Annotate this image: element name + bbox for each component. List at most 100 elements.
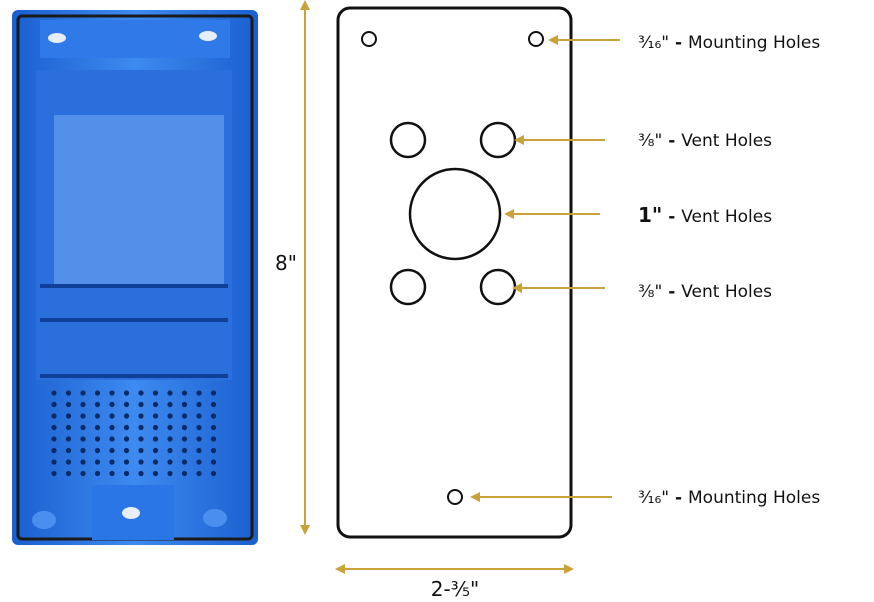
label-lower-vent-holes: ³⁄₈" - Vent Holes — [638, 282, 772, 302]
perforation-hole — [65, 436, 72, 442]
perforation-hole — [210, 390, 217, 396]
label-bottom-mounting-holes: ³⁄₁₆" - Mounting Holes — [638, 488, 820, 508]
perforation-hole — [80, 459, 86, 465]
perforation-hole — [123, 390, 130, 396]
perforation-hole — [51, 390, 57, 396]
perforation-hole — [167, 390, 173, 396]
perforation-hole — [109, 401, 115, 408]
perforation-hole — [152, 401, 159, 408]
perforation-hole — [65, 413, 72, 419]
perforation-hole — [181, 447, 188, 454]
perforation-hole — [196, 401, 202, 408]
label-center-vent-holes: 1" - Vent Holes — [638, 203, 772, 227]
perforation-hole — [109, 413, 115, 419]
perforation-hole — [138, 390, 144, 396]
perforation-hole — [109, 390, 115, 396]
perforation-hole — [65, 401, 72, 408]
perforation-hole — [181, 459, 188, 465]
perforation-hole — [167, 470, 173, 477]
perforation-hole — [80, 401, 86, 408]
perforation-hole — [51, 459, 57, 465]
vent-hole-lower-left — [389, 268, 427, 306]
mounting-hole-top-left — [361, 31, 377, 47]
perforation-hole — [167, 436, 173, 442]
perforation-hole — [94, 413, 101, 419]
vent-hole-center — [408, 167, 502, 261]
vent-hole-upper-left — [389, 121, 427, 159]
perforation-hole — [210, 436, 217, 442]
label-upper-vent-holes: ³⁄₈" - Vent Holes — [638, 131, 772, 151]
perforation-hole — [94, 459, 101, 465]
perforation-hole — [181, 390, 188, 396]
perforation-hole — [80, 390, 86, 396]
perforation-hole — [167, 447, 173, 454]
perforation-hole — [80, 424, 86, 431]
perforation-hole — [181, 413, 188, 419]
perforation-hole — [80, 470, 86, 477]
perforation-hole — [123, 424, 130, 431]
perforation-hole — [181, 424, 188, 431]
perforation-hole — [152, 424, 159, 431]
plate-outline — [336, 6, 573, 539]
perforation-hole — [196, 459, 202, 465]
perforation-hole — [109, 436, 115, 442]
perforation-hole — [210, 401, 217, 408]
perforation-hole — [138, 459, 144, 465]
perforation-hole — [152, 390, 159, 396]
perforation-hole — [80, 436, 86, 442]
perforation-hole — [138, 447, 144, 454]
mounting-hole-bottom — [447, 489, 463, 505]
blue-vent-box-photo — [12, 10, 258, 545]
perforation-hole — [138, 436, 144, 442]
perforation-hole — [167, 424, 173, 431]
perforation-hole — [196, 447, 202, 454]
perforation-hole — [51, 401, 57, 408]
perforation-hole — [94, 424, 101, 431]
perforation-hole — [210, 424, 217, 431]
perforation-hole — [123, 413, 130, 419]
perforation-hole — [123, 447, 130, 454]
perforation-hole — [109, 459, 115, 465]
perforation-hole — [138, 413, 144, 419]
perforation-hole — [152, 447, 159, 454]
perforation-hole — [210, 447, 217, 454]
width-dimension-label: 2-³⁄₅" — [431, 577, 480, 601]
mounting-hole-top-right — [528, 31, 544, 47]
perforation-hole — [210, 470, 217, 477]
perforation-hole — [109, 447, 115, 454]
perforation-hole — [181, 401, 188, 408]
perforation-hole — [94, 436, 101, 442]
perforation-hole — [94, 401, 101, 408]
perforation-hole — [167, 413, 173, 419]
height-dimension-label: 8" — [275, 251, 297, 275]
perforation-hole — [210, 413, 217, 419]
perforation-hole — [51, 413, 57, 419]
perforation-hole — [123, 459, 130, 465]
perforation-hole — [196, 390, 202, 396]
perforation-hole — [196, 470, 202, 477]
perforation-hole — [181, 436, 188, 442]
perforation-hole — [80, 447, 86, 454]
perforation-hole — [51, 424, 57, 431]
perforation-hole — [109, 470, 115, 477]
perforation-hole — [138, 424, 144, 431]
perforation-hole — [65, 390, 72, 396]
perforation-hole — [210, 459, 217, 465]
perforation-hole — [80, 413, 86, 419]
perforation-hole — [167, 459, 173, 465]
perforation-hole — [152, 470, 159, 477]
perforation-hole — [51, 470, 57, 477]
perforation-hole — [152, 413, 159, 419]
perforation-hole — [196, 413, 202, 419]
perforation-hole — [138, 401, 144, 408]
perforation-hole — [152, 459, 159, 465]
perforation-hole — [196, 436, 202, 442]
perforation-hole — [123, 470, 130, 477]
perforation-hole — [152, 436, 159, 442]
perforation-hole — [51, 436, 57, 442]
perforation-hole — [109, 424, 115, 431]
perforated-floor — [51, 390, 217, 477]
perforation-hole — [94, 390, 101, 396]
perforation-hole — [196, 424, 202, 431]
